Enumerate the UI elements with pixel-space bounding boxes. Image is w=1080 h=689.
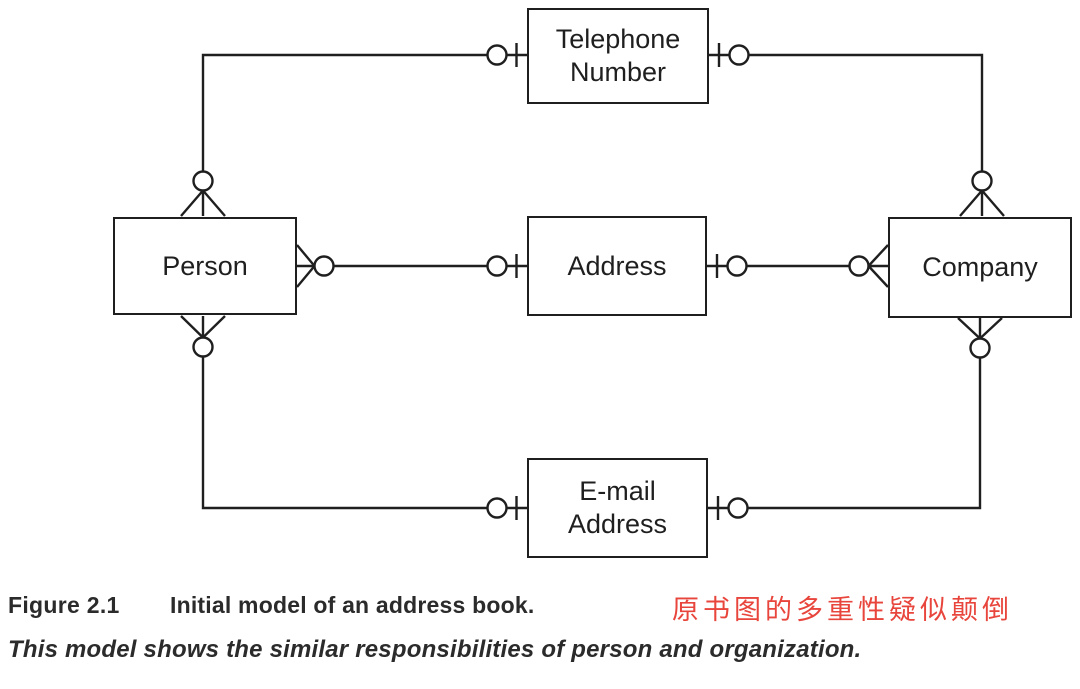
entity-label: Address <box>567 250 667 281</box>
connector-line <box>747 357 982 510</box>
connector-address-company <box>707 244 889 288</box>
connector-line <box>748 53 984 172</box>
crows-foot-many-icon <box>959 189 1005 217</box>
crows-foot-many-icon <box>867 244 889 288</box>
figure-annotation-chinese: 原书图的多重性疑似颠倒 <box>672 595 1013 626</box>
optionality-circle-icon <box>727 497 749 519</box>
entity-company: Company <box>888 217 1072 318</box>
connector-email-company <box>708 317 1003 520</box>
connector-telephone-company <box>709 43 1005 217</box>
connector-line <box>201 356 488 510</box>
optionality-circle-icon <box>848 255 870 277</box>
entity-label: Company <box>922 252 1038 283</box>
connector-person-address <box>296 244 527 288</box>
entity-telephone-number: Telephone Number <box>527 8 709 104</box>
entity-label: Person <box>162 250 248 281</box>
crows-foot-many-icon <box>180 315 226 339</box>
figure-number: Figure 2.1 <box>8 592 120 618</box>
optionality-circle-icon <box>486 497 508 519</box>
optionality-circle-icon <box>728 44 750 66</box>
optionality-circle-icon <box>192 170 214 192</box>
optionality-circle-icon <box>486 255 508 277</box>
entity-label: Telephone Number <box>555 24 681 87</box>
entity-email-address: E-mail Address <box>527 458 708 558</box>
crows-foot-many-icon <box>180 189 226 217</box>
optionality-circle-icon <box>313 255 335 277</box>
figure-title: Initial model of an address book. <box>170 592 535 618</box>
crows-foot-many-icon <box>296 244 316 288</box>
optionality-circle-icon <box>969 337 991 359</box>
connector-person-telephone <box>180 43 527 217</box>
optionality-circle-icon <box>971 170 993 192</box>
connector-person-email <box>180 315 527 520</box>
entity-address: Address <box>527 216 707 316</box>
figure-subtitle: This model shows the similar responsibil… <box>8 636 862 663</box>
connector-line <box>201 53 488 172</box>
optionality-circle-icon <box>486 44 508 66</box>
optionality-circle-icon <box>192 336 214 358</box>
entity-person: Person <box>113 217 297 315</box>
entity-label: E-mail Address <box>567 476 668 539</box>
crows-foot-many-icon <box>957 317 1003 340</box>
optionality-circle-icon <box>726 255 748 277</box>
